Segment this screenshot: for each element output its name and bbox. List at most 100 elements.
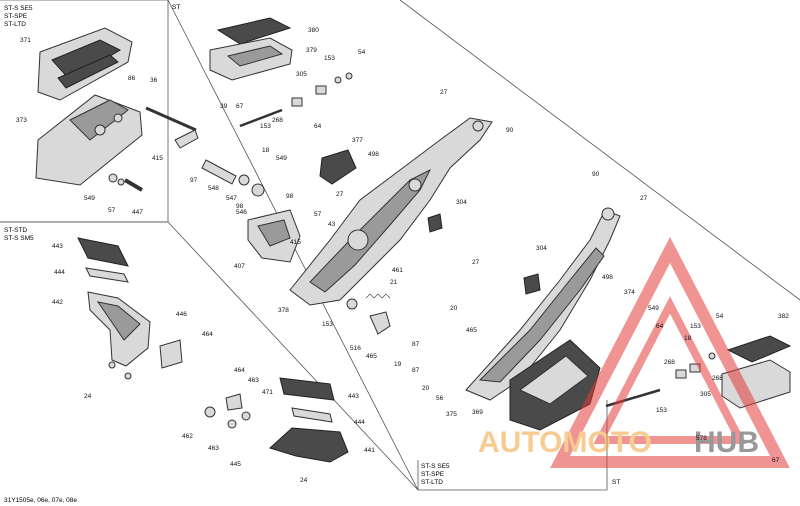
shaft-548 (201, 159, 265, 197)
part-callout: 498 (368, 151, 379, 158)
part-callout: 18 (684, 335, 692, 342)
part-callout: 546 (236, 209, 247, 216)
variant-label: ST-SPE (421, 471, 445, 478)
part-callout: 27 (472, 259, 480, 266)
panel-labels: ST-S SE5 ST-SPE ST-LTD ST-STD ST-S SM5 S… (4, 4, 620, 504)
footrest-base-373 (35, 94, 143, 186)
part-callout: 304 (536, 245, 547, 252)
part-callout: 445 (230, 461, 241, 468)
variant-label: ST-LTD (421, 479, 443, 486)
part-callout: 20 (422, 385, 430, 392)
variant-label: ST-S SM5 (4, 235, 34, 242)
bracket-415-top (174, 129, 199, 149)
pedal-cover-380 (216, 17, 292, 45)
part-callout: 378 (278, 307, 289, 314)
part-callout: 56 (436, 395, 444, 402)
part-callout: 87 (412, 367, 420, 374)
part-callout: 64 (656, 323, 664, 330)
part-callout: 549 (276, 155, 287, 162)
part-callout: 548 (208, 185, 219, 192)
part-callout: 380 (308, 27, 319, 34)
part-callout: 153 (260, 123, 271, 130)
part-callout: 373 (16, 117, 27, 124)
part-callout: 516 (350, 345, 361, 352)
part-callout: 464 (202, 331, 213, 338)
clip-446 (159, 339, 183, 369)
part-callout: 153 (656, 407, 667, 414)
part-callout: 549 (648, 305, 659, 312)
part-callout: 371 (20, 37, 31, 44)
part-callout: 442 (52, 299, 63, 306)
brake-bracket-377 (319, 149, 357, 185)
part-callout: 446 (176, 311, 187, 318)
block-304-top (427, 213, 443, 233)
part-callout: 549 (84, 195, 95, 202)
part-callout: 268 (664, 359, 675, 366)
part-callout: 447 (132, 209, 143, 216)
part-callout: 98 (286, 193, 294, 200)
part-callout: 461 (392, 267, 403, 274)
spring-461 (365, 293, 391, 299)
part-callout: 471 (262, 389, 273, 396)
part-callout: 57 (108, 207, 116, 214)
part-callout: 465 (466, 327, 477, 334)
part-callout: 90 (506, 127, 514, 134)
part-callout: 443 (52, 243, 63, 250)
footrest-body-442 (87, 291, 151, 367)
part-callout: 27 (640, 195, 648, 202)
part-callout: 305 (296, 71, 307, 78)
part-callout: 36 (150, 77, 158, 84)
part-callout: 379 (306, 47, 317, 54)
footrest-cover-371 (37, 27, 133, 101)
part-callout: 465 (366, 353, 377, 360)
part-callout: 20 (450, 305, 458, 312)
part-callout: 444 (354, 419, 365, 426)
part-callout: 305 (700, 391, 711, 398)
part-callout: 153 (324, 55, 335, 62)
part-callout: 415 (290, 239, 301, 246)
panel-frames (0, 0, 800, 491)
block-304-right (523, 273, 541, 295)
pin-36 (145, 106, 197, 132)
spacers-462-464 (204, 393, 251, 429)
watermark-text-right: HUB (694, 426, 759, 459)
part-callout: 462 (182, 433, 193, 440)
part-callout: 24 (300, 477, 308, 484)
footrest-pad-443 (77, 237, 129, 267)
part-callout: 18 (262, 147, 270, 154)
variant-label: ST-SPE (4, 13, 28, 20)
part-callout: 444 (54, 269, 65, 276)
part-callout: 153 (322, 321, 333, 328)
part-callout: 21 (390, 279, 398, 286)
part-callout: 374 (624, 289, 635, 296)
part-callout: 43 (328, 221, 336, 228)
part-callout: 19 (394, 361, 402, 368)
figure-code: 31Y1505e, 06e, 07e, 08e (4, 497, 77, 504)
part-callout: 441 (364, 447, 375, 454)
part-callout: 382 (778, 313, 789, 320)
heel-plate-369 (509, 339, 601, 431)
part-callout: 54 (716, 313, 724, 320)
panel-right-diagonal (399, 0, 800, 301)
part-callout: 268 (712, 375, 723, 382)
plate-444-bottom (291, 407, 333, 423)
part-callout: 67 (236, 103, 244, 110)
part-callout: 268 (272, 117, 283, 124)
part-callout: 153 (690, 323, 701, 330)
variant-label: ST-S SE5 (421, 463, 450, 470)
automotohub-watermark: AUTOMOTO HUB (478, 236, 790, 468)
part-callout: 463 (248, 377, 259, 384)
plate-444 (85, 267, 129, 283)
part-callout: 443 (348, 393, 359, 400)
part-callout: 27 (440, 89, 448, 96)
part-callout: 54 (358, 49, 366, 56)
part-callout: 578 (696, 435, 707, 442)
part-callout: 463 (208, 445, 219, 452)
part-callout: 87 (412, 341, 420, 348)
part-callout: 369 (472, 409, 483, 416)
heel-guard-407 (247, 209, 301, 263)
part-callout: 304 (456, 199, 467, 206)
part-callout: 90 (592, 171, 600, 178)
